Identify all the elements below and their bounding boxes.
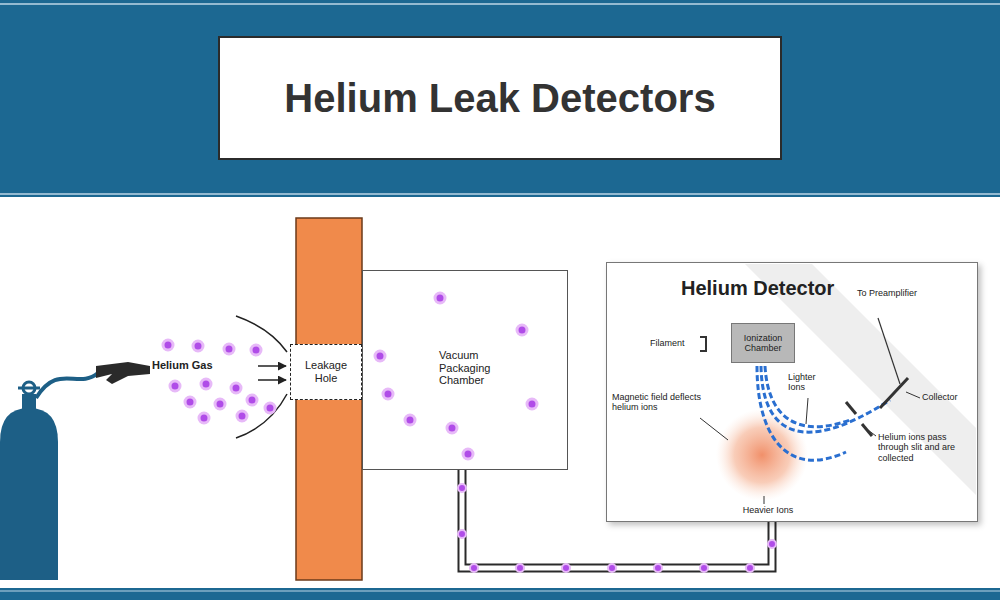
- note-label: Magnetic field deflects helium ions: [612, 392, 720, 413]
- node-text: Leakage Hole: [295, 359, 357, 384]
- part-label: To Preamplifier: [856, 288, 918, 298]
- ionization-chamber: Ionization Chamber: [731, 323, 795, 363]
- helium-atom: [654, 564, 662, 572]
- part-label: Filament: [650, 338, 698, 348]
- gas-label: Helium Gas: [152, 359, 232, 372]
- helium-atom: [562, 564, 570, 572]
- leader-line: [700, 418, 728, 440]
- node-text: Ionization Chamber: [736, 333, 790, 354]
- node-text: Vacuum Packaging Chamber: [439, 349, 515, 387]
- valve-handle: [18, 387, 40, 390]
- title-box: Helium Leak Detectors: [218, 36, 782, 160]
- note-label: Helium ions pass through slit and are co…: [878, 432, 974, 463]
- part-label: Lighter Ions: [788, 372, 832, 393]
- footer-rule: [0, 591, 1000, 592]
- helium-atom: [768, 540, 776, 548]
- flow-arrow: [258, 365, 286, 367]
- lighter-ion-path: [765, 366, 850, 427]
- helium-atom: [470, 564, 478, 572]
- helium-atom: [516, 564, 524, 572]
- helium-atom: [608, 564, 616, 572]
- gas-hose: [36, 373, 98, 398]
- header-rule: [0, 193, 1000, 195]
- helium-atom: [746, 564, 754, 572]
- helium-atom: [700, 564, 708, 572]
- pipe-inner: [462, 470, 772, 568]
- leakage-hole: Leakage Hole: [290, 344, 362, 400]
- cylinder-neck: [22, 394, 36, 410]
- helium-ion-path: [761, 366, 890, 432]
- slit-plate: [846, 402, 856, 414]
- slit-plate: [862, 424, 872, 436]
- filament-symbol: [700, 337, 706, 351]
- gas-cylinder: [0, 408, 58, 580]
- collector-plate: [880, 378, 908, 408]
- helium-atom: [458, 484, 466, 492]
- footer-band: [0, 588, 1000, 600]
- leader-line: [906, 392, 920, 398]
- leader-line: [764, 496, 765, 504]
- pipe: [462, 470, 772, 568]
- helium-atom: [458, 530, 466, 538]
- part-label: Heavier Ions: [738, 505, 798, 515]
- leader-line: [806, 398, 808, 424]
- spray-nozzle: [96, 362, 150, 384]
- header-band: [0, 0, 1000, 197]
- header-rule: [0, 3, 1000, 5]
- flow-line: [236, 394, 287, 438]
- part-label: Collector: [922, 392, 974, 402]
- leader-line: [868, 430, 876, 436]
- preamp-wire: [878, 318, 900, 384]
- vacuum-chamber: Vacuum Packaging Chamber: [362, 270, 568, 470]
- node-text: Helium Detector: [681, 277, 881, 300]
- helium-atoms: [163, 293, 537, 459]
- flow-arrow: [258, 379, 286, 381]
- pipe-group: [458, 470, 776, 572]
